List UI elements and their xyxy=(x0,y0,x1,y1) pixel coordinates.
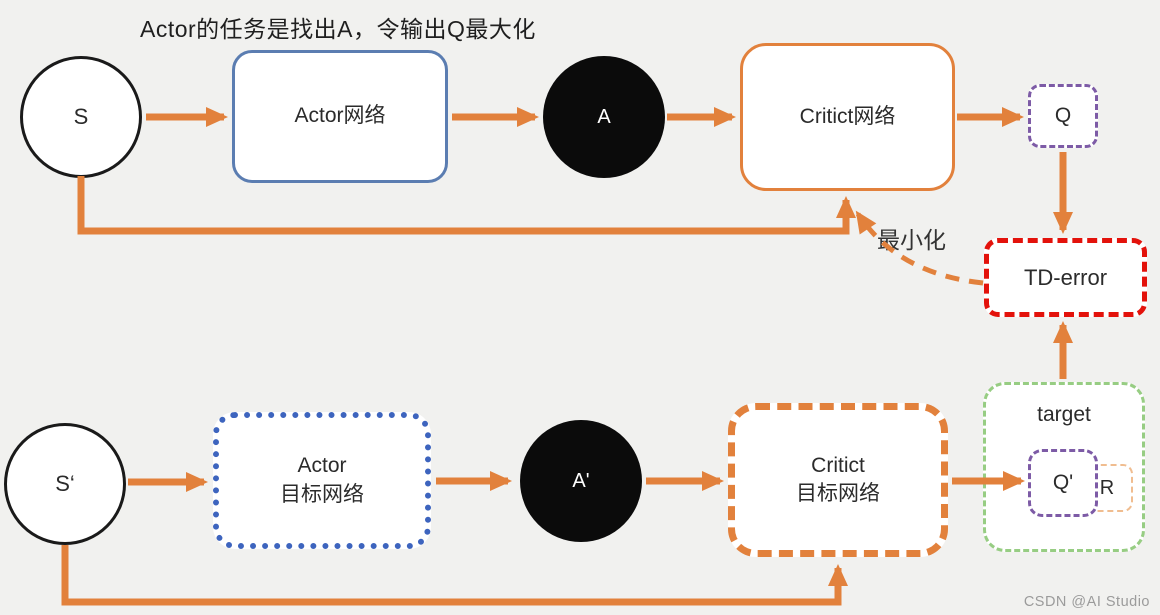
next-state-label: S‘ xyxy=(55,471,75,497)
state-label: S xyxy=(73,104,89,130)
td-error-node: TD-error xyxy=(984,238,1147,317)
critic-target-network-node: Critict 目标网络 xyxy=(728,403,948,557)
q-prime-node: Q' xyxy=(1028,449,1098,517)
feedback-sprime-to-critic-target xyxy=(61,545,848,606)
q-value-node: Q xyxy=(1028,84,1098,148)
minimize-label: 最小化 xyxy=(877,227,946,253)
actor-target-label-line1: Actor xyxy=(297,454,347,478)
critic-target-label-line1: Critict xyxy=(811,453,865,477)
diagram-title: Actor的任务是找出A，令输出Q最大化 xyxy=(140,16,536,42)
actor-target-network-node: Actor 目标网络 xyxy=(213,412,431,549)
critic-target-label-line2: 目标网络 xyxy=(796,482,880,505)
q-prime-label: Q' xyxy=(1052,470,1074,494)
actor-network-label: Actor网络 xyxy=(294,104,386,128)
q-value-label: Q xyxy=(1054,103,1072,127)
critic-network-label: Critict网络 xyxy=(799,104,896,128)
target-group-node: target R Q' xyxy=(983,382,1145,552)
next-state-node: S‘ xyxy=(4,423,126,545)
target-group-label: target xyxy=(1037,403,1091,426)
feedback-s-to-critic xyxy=(77,176,856,235)
actor-target-label-line2: 目标网络 xyxy=(280,482,364,506)
td-error-label: TD-error xyxy=(1023,264,1108,290)
actor-network-node: Actor网络 xyxy=(232,50,448,183)
next-action-label: A' xyxy=(572,469,590,492)
critic-network-node: Critict网络 xyxy=(740,43,955,191)
next-action-node: A' xyxy=(520,420,642,542)
watermark-text: CSDN @AI Studio xyxy=(1023,594,1150,610)
reward-label: R xyxy=(1099,476,1115,499)
action-label: A xyxy=(597,105,611,128)
action-node: A xyxy=(543,56,665,178)
state-node: S xyxy=(20,56,142,178)
